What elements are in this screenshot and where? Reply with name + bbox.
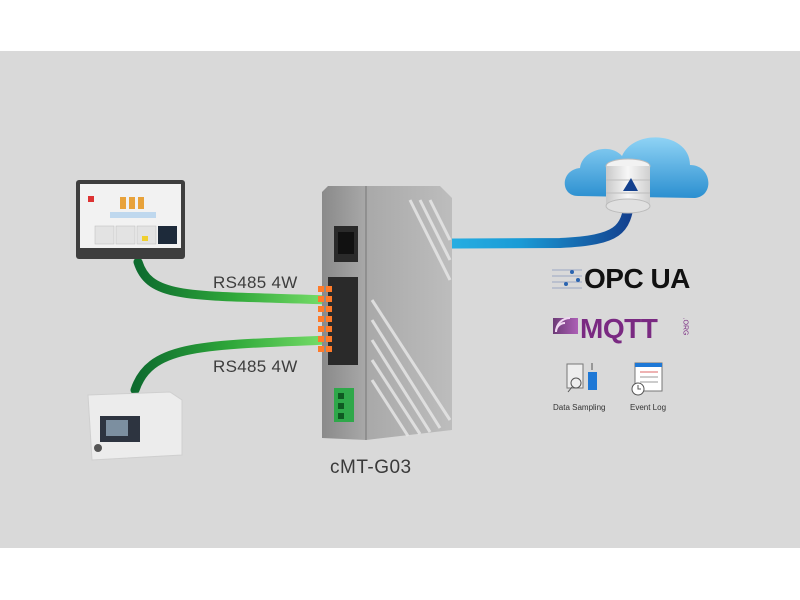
connection-label-plc: RS485 4W bbox=[213, 357, 298, 376]
serial-cable-plc bbox=[130, 335, 335, 395]
feature-label-data-sampling: Data Sampling bbox=[553, 403, 606, 412]
event-log-icon bbox=[631, 362, 663, 396]
gateway-model-label: cMT-G03 bbox=[330, 457, 412, 478]
com-terminal-block bbox=[328, 277, 358, 365]
serial-cable-hmi bbox=[133, 257, 335, 305]
hmi-device bbox=[76, 180, 185, 259]
terminal-pins bbox=[318, 286, 332, 352]
diagram-canvas: RS485 4W RS485 4W cMT-G03 OPC UA MQTT .O… bbox=[0, 51, 800, 548]
mqtt-logo-mark bbox=[553, 317, 578, 334]
opcua-logo-text: OPC UA bbox=[584, 263, 690, 294]
cloud-database-icon bbox=[564, 137, 709, 214]
feature-label-event-log: Event Log bbox=[630, 403, 667, 412]
connection-label-hmi: RS485 4W bbox=[213, 273, 298, 292]
plc-device bbox=[87, 391, 183, 461]
gateway-device bbox=[322, 186, 452, 440]
data-sampling-icon bbox=[566, 363, 597, 393]
diagram-graphics bbox=[76, 137, 709, 461]
mqtt-logo-text: MQTT bbox=[580, 313, 658, 344]
mqtt-logo-suffix: .ORG bbox=[681, 317, 689, 336]
opcua-logo-mark bbox=[552, 269, 582, 289]
